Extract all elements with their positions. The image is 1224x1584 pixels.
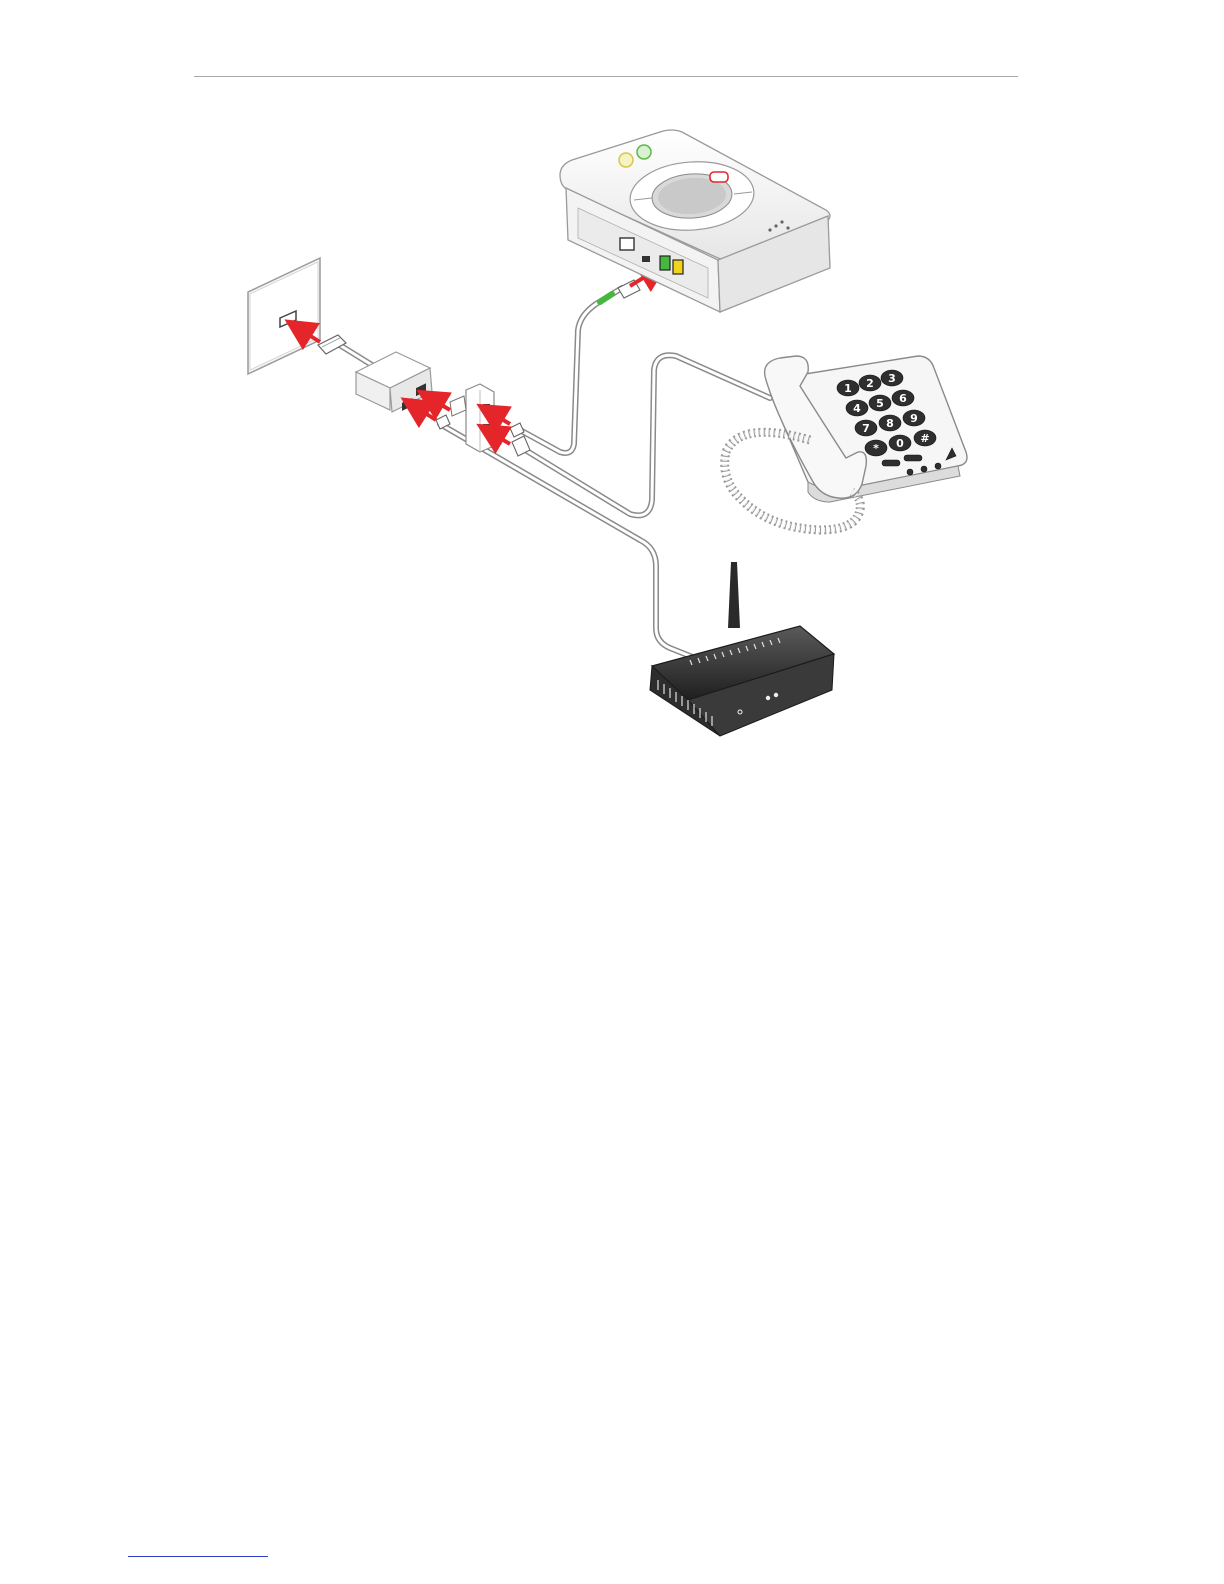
cable-filter-to-router — [440, 424, 700, 660]
base-port-yellow — [673, 260, 683, 274]
wall-plug — [318, 335, 346, 354]
base-port-green — [660, 256, 670, 270]
connection-diagram: 1 2 3 4 5 6 7 8 9 * 0 # — [0, 0, 1224, 800]
phone-wall-socket-icon — [248, 258, 320, 374]
key-1: 1 — [844, 382, 852, 395]
cable-green-marker — [600, 294, 612, 302]
telephone-icon: 1 2 3 4 5 6 7 8 9 * 0 # — [725, 356, 967, 530]
arrow-to-filter-bottom — [414, 406, 436, 420]
key-3: 3 — [888, 372, 896, 385]
key-star: * — [873, 442, 879, 455]
status-light-green — [637, 145, 651, 159]
key-7: 7 — [862, 422, 870, 435]
arrow-to-filter-top — [430, 398, 450, 410]
base-port-lan — [620, 238, 634, 250]
status-light-yellow — [619, 153, 633, 167]
alarm-red-button — [710, 172, 728, 182]
key-5: 5 — [876, 397, 884, 410]
key-hash: # — [920, 432, 929, 445]
footnote-rule — [128, 1556, 268, 1557]
cables — [338, 288, 770, 660]
alarm-unit-icon — [560, 130, 830, 312]
key-6: 6 — [899, 392, 907, 405]
key-2: 2 — [866, 377, 874, 390]
base-port-small — [642, 256, 650, 262]
cable-splitter-to-base — [520, 288, 622, 453]
key-0: 0 — [896, 437, 904, 450]
key-9: 9 — [910, 412, 918, 425]
key-4: 4 — [853, 402, 861, 415]
router-antenna — [728, 562, 740, 628]
double-adapter-icon — [450, 384, 494, 452]
key-8: 8 — [886, 417, 894, 430]
